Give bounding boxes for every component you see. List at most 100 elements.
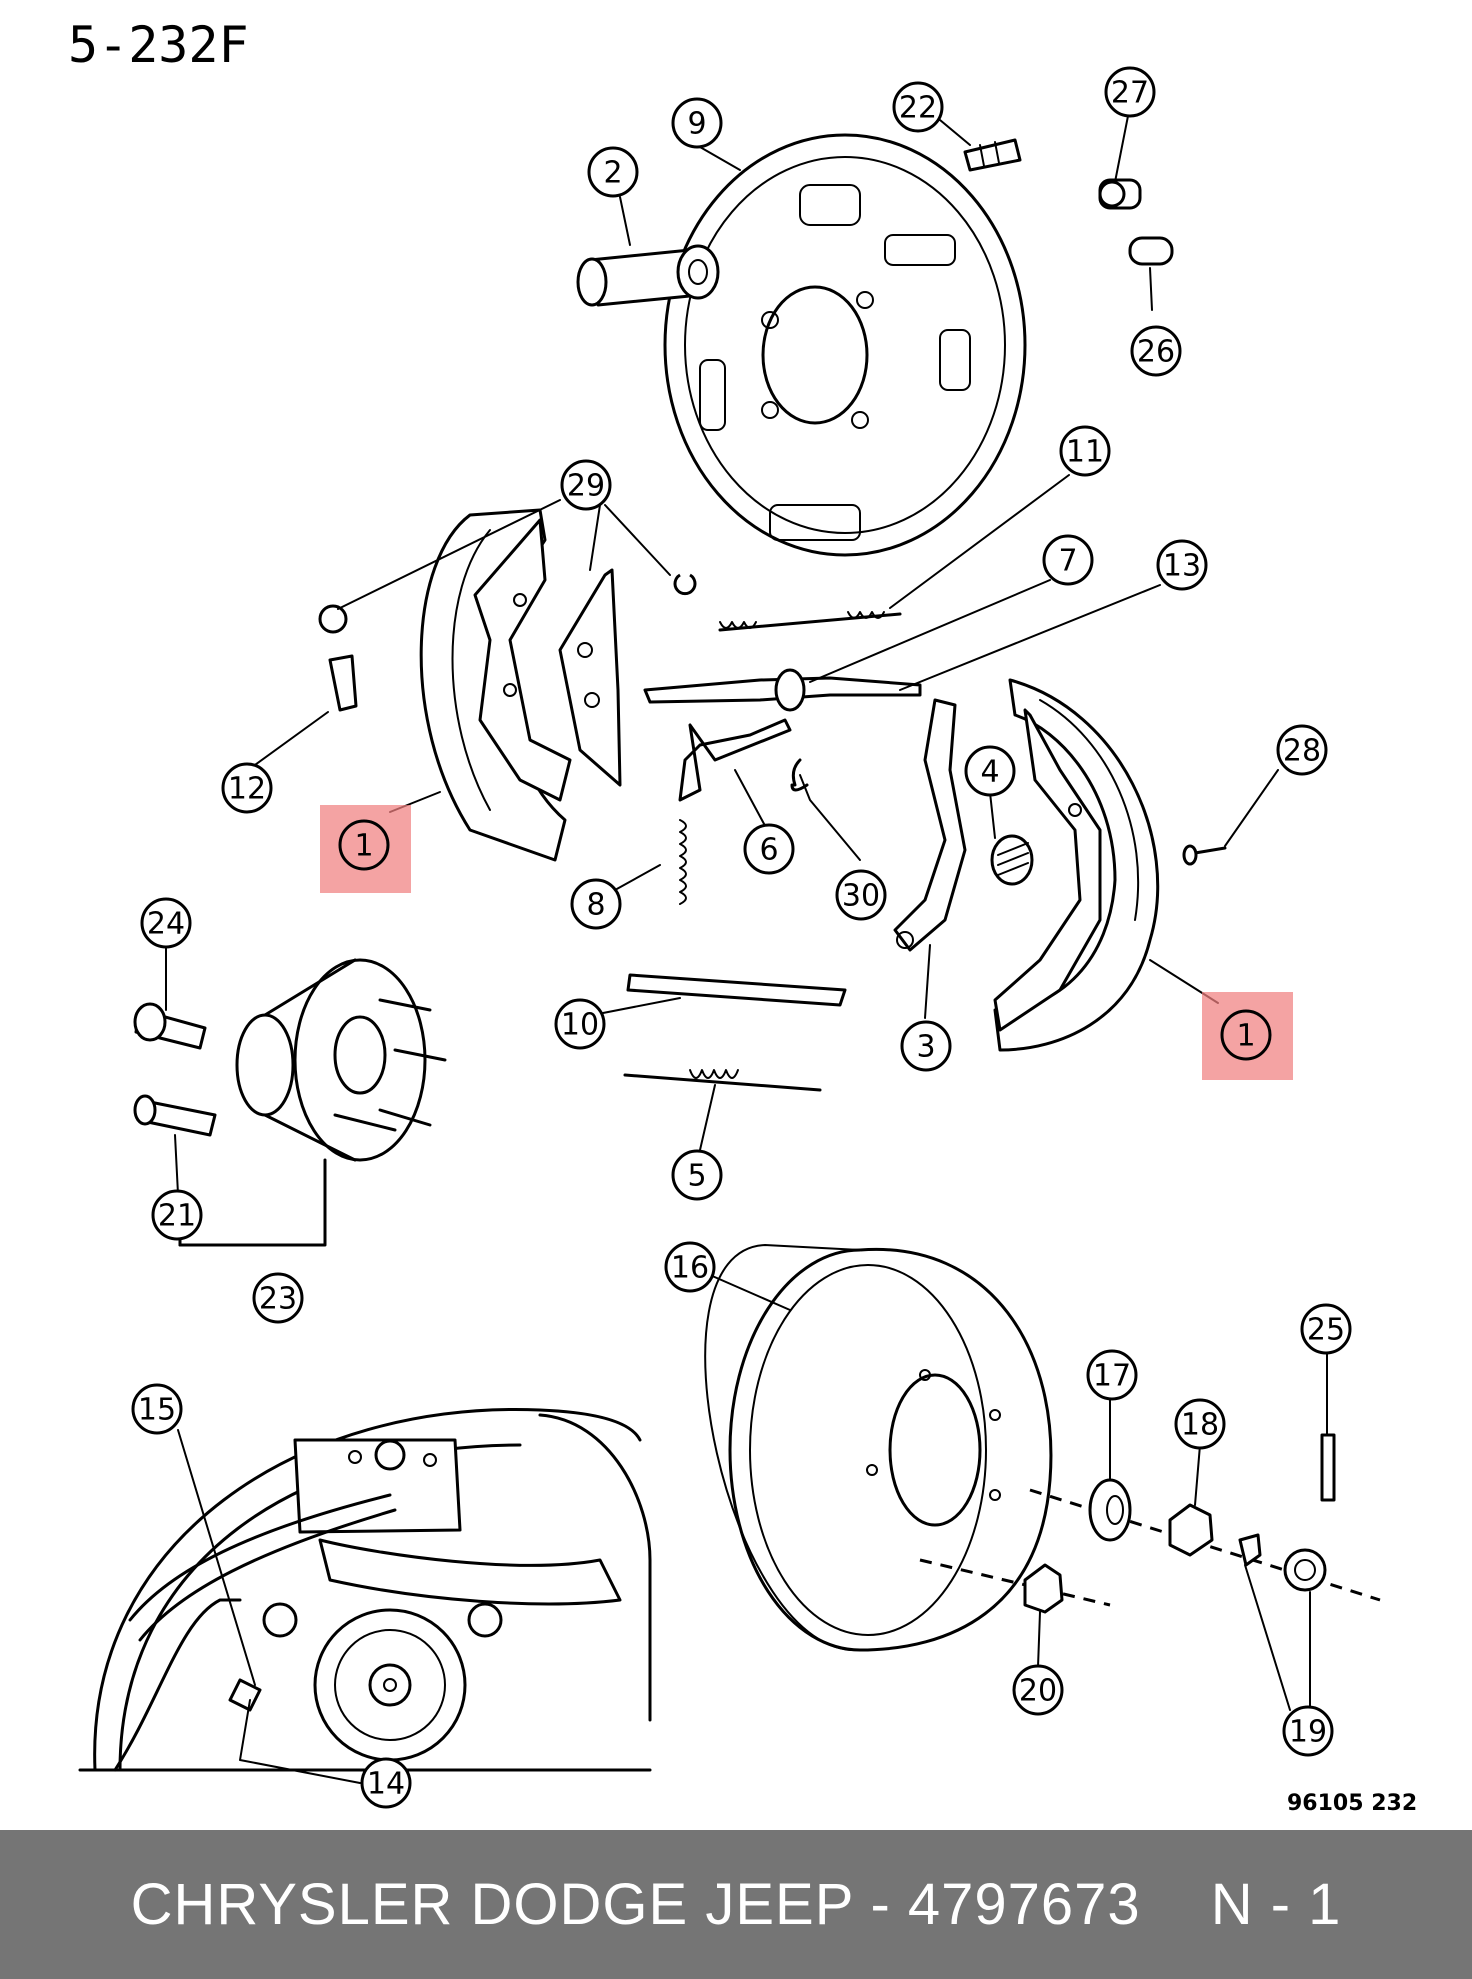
callout-23: 23	[252, 1272, 304, 1324]
callout-ring	[1220, 1009, 1272, 1061]
parking-strut	[626, 973, 847, 1007]
callout-5: 5	[671, 1149, 723, 1201]
callout-number: 2	[603, 156, 622, 191]
hold-down-cup	[318, 604, 348, 634]
cotter-pin	[1320, 1433, 1336, 1502]
adjuster-lever	[678, 718, 792, 802]
callout-ring	[1156, 539, 1208, 591]
highlight-right	[1202, 992, 1293, 1080]
callout-21: 21	[151, 1189, 203, 1241]
figure-ref: 96105 232	[1287, 1791, 1417, 1816]
callout-number: 24	[147, 907, 185, 942]
callout-ring	[1130, 325, 1182, 377]
callout-number: 11	[1066, 435, 1104, 470]
callout-4: 4	[964, 745, 1016, 797]
adjuster-screw	[643, 668, 922, 712]
callout-15: 15	[131, 1383, 183, 1435]
callout-3: 3	[900, 1020, 952, 1072]
callout-number: 8	[586, 888, 605, 923]
bleeder-cap	[1098, 178, 1142, 210]
backing-plate	[663, 133, 1027, 557]
callout-ring	[560, 459, 612, 511]
callout-ring	[1059, 425, 1111, 477]
callout-group: 1123456789101112131415161718192021222324…	[131, 66, 1352, 1809]
callout-ring	[252, 1272, 304, 1324]
callout-number: 12	[228, 772, 266, 807]
callout-ring	[1282, 1705, 1334, 1757]
callout-number: 22	[899, 91, 937, 126]
callout-number: 13	[1163, 549, 1201, 584]
callout-number: 17	[1093, 1359, 1131, 1394]
clip-spring	[790, 758, 809, 792]
callout-number: 20	[1019, 1674, 1057, 1709]
leader-23	[178, 1158, 327, 1247]
callout-ring	[587, 146, 639, 198]
callout-7: 7	[1042, 534, 1094, 586]
c-clip	[673, 573, 697, 596]
callout-26: 26	[1130, 325, 1182, 377]
hold-down-spring	[990, 834, 1034, 886]
callout-ring	[671, 97, 723, 149]
callout-number: 23	[259, 1282, 297, 1317]
lug-nut	[1023, 1563, 1064, 1614]
nut-centerline	[919, 1558, 1111, 1607]
callout-ring	[360, 1757, 412, 1809]
callout-ring	[1012, 1664, 1064, 1716]
hub-nut	[1168, 1503, 1214, 1557]
installed-view-inset	[78, 1408, 652, 1772]
brand-part-number: CHRYSLER DODGE JEEP - 4797673	[130, 1872, 1141, 1937]
callout-10: 10	[554, 998, 606, 1050]
callout-ring	[1300, 1303, 1352, 1355]
callout-9: 9	[671, 97, 723, 149]
lower-return-spring	[623, 1069, 822, 1092]
callout-number: 5	[687, 1159, 706, 1194]
callout-29: 29	[560, 459, 612, 511]
brake-shoe-left	[419, 508, 572, 862]
brake-shoe-right	[993, 678, 1160, 1052]
callout-ring	[338, 819, 390, 871]
callout-number: 18	[1181, 1408, 1219, 1443]
exploded-brake-diagram: 5-232F	[68, 16, 1417, 1816]
bleeder-screw	[963, 138, 1022, 172]
callout-number: 16	[671, 1251, 709, 1286]
callout-ring	[892, 81, 944, 133]
callout-13: 13	[1156, 539, 1208, 591]
axle-tube	[576, 244, 720, 307]
hold-down-pin	[1182, 844, 1227, 866]
hub-assembly	[235, 958, 447, 1162]
callout-20: 20	[1012, 1664, 1064, 1716]
callout-number: 15	[138, 1393, 176, 1428]
callout-6: 6	[743, 823, 795, 875]
callout-ring	[1174, 1398, 1226, 1450]
callout-ring	[570, 878, 622, 930]
callout-number: 27	[1111, 76, 1149, 111]
callout-25: 25	[1300, 1303, 1352, 1355]
callout-ring	[221, 762, 273, 814]
shoe-clip	[328, 654, 358, 712]
thrust-washer	[1088, 1478, 1132, 1542]
callout-11: 11	[1059, 425, 1111, 477]
callout-number: 10	[561, 1008, 599, 1043]
callout-number: 30	[842, 879, 880, 914]
callout-number: 3	[916, 1030, 935, 1065]
callout-28: 28	[1276, 724, 1328, 776]
callout-ring	[964, 745, 1016, 797]
return-spring-11	[718, 611, 902, 632]
callout-ring	[900, 1020, 952, 1072]
callout-number: 25	[1307, 1313, 1345, 1348]
callout-ring	[835, 869, 887, 921]
callout-1: 1	[1220, 1009, 1272, 1061]
callout-number: 21	[158, 1199, 196, 1234]
callout-number: 1	[354, 829, 373, 864]
callout-ring	[1276, 724, 1328, 776]
nut-lock	[1238, 1533, 1327, 1592]
adjuster-plate	[558, 568, 622, 787]
parts-diagram: 5-232F	[68, 16, 1417, 1816]
callout-12: 12	[221, 762, 273, 814]
sheet-code: 5-232F	[68, 16, 249, 74]
callout-14: 14	[360, 1757, 412, 1809]
callout-ring	[671, 1149, 723, 1201]
footer-bar: CHRYSLER DODGE JEEP - 4797673 N - 1	[0, 1830, 1472, 1979]
callout-ring	[151, 1189, 203, 1241]
callout-24: 24	[140, 897, 192, 949]
